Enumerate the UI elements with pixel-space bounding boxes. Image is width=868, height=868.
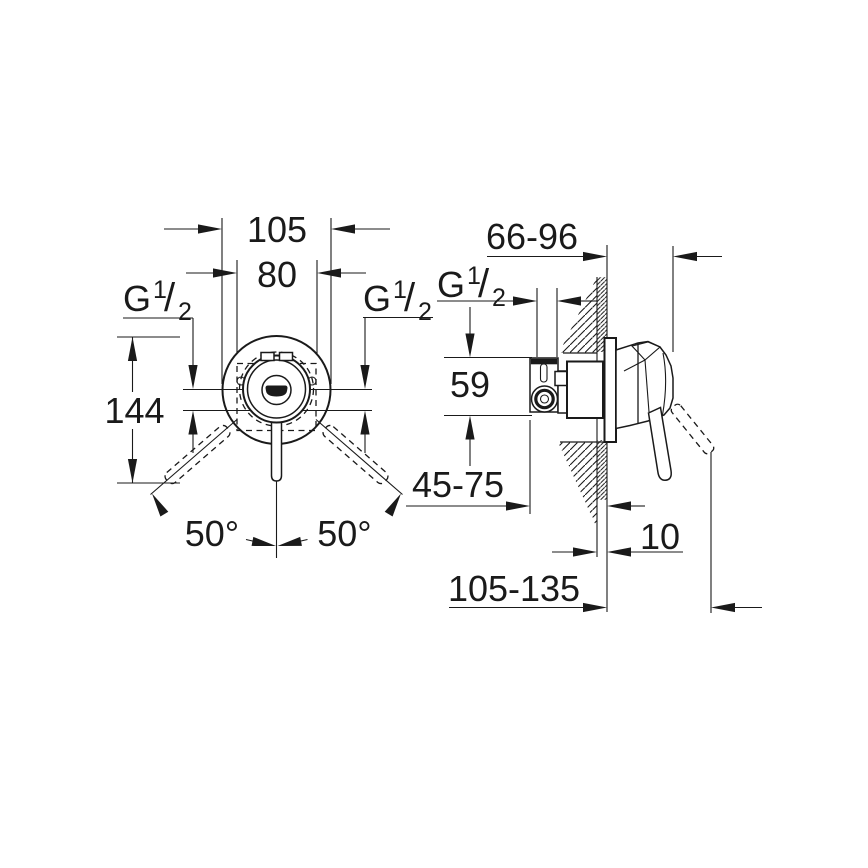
plaster-layer-bottom (597, 440, 607, 500)
lever-swing-range: 50° 50° (148, 419, 405, 554)
arrow-icon (465, 415, 475, 440)
lever-ghost-left (164, 424, 231, 485)
side-dimension-wall-finish: 10 (552, 516, 683, 557)
arrow-icon (127, 337, 138, 361)
swing-line-right (315, 419, 403, 495)
wall-hatch-bottom (558, 442, 597, 528)
arrow-icon (583, 602, 607, 613)
dome-facet (623, 359, 646, 372)
lever-ghost-outline (164, 424, 231, 485)
lever-ghost-right (322, 424, 389, 485)
dimension-label: 144 (104, 390, 164, 431)
front-thread-label-left: G1/2 (123, 276, 198, 453)
front-dimension-plate-width: 105 (164, 209, 390, 384)
arrow-icon (360, 365, 370, 389)
side-dimension-rough-in-depth: 45-75 (406, 420, 645, 514)
front-thread-label-right: G1/2 (360, 276, 433, 453)
arrow-icon (317, 268, 341, 278)
arrow-icon (465, 333, 475, 358)
swing-line-left (150, 419, 238, 495)
dome-facet (644, 359, 650, 413)
dome-facet-diamond (630, 341, 662, 361)
arrow-icon (213, 268, 237, 278)
dome-front-cap (661, 352, 667, 416)
side-thread-label: G1/2 (437, 262, 597, 357)
supply-port-inner (539, 394, 550, 404)
arrow-icon (148, 491, 169, 517)
bleed-pin (539, 363, 548, 383)
arrow-icon (583, 251, 607, 262)
arrow-icon (188, 410, 198, 435)
handle-dome (615, 340, 674, 430)
angle-label-right: 50° (317, 513, 371, 554)
arrow-icon (251, 536, 277, 551)
front-dimension-body-width: 80 (186, 254, 366, 362)
supply-module-cap (530, 358, 558, 365)
dimension-label: 59 (450, 364, 490, 405)
thread-label: G1/2 (437, 262, 506, 312)
angle-label-left: 50° (185, 513, 239, 554)
thread-label: G1/2 (123, 276, 192, 326)
lever-ghost-outline (322, 424, 389, 485)
arrow-icon (573, 547, 597, 557)
side-dimension-body-height: 59 (444, 307, 532, 466)
front-view: 105 80 144 G1/2 (104, 209, 433, 558)
arrow-icon (360, 410, 370, 435)
lever-ghost-outline (670, 403, 715, 455)
cartridge-housing (566, 360, 604, 419)
dimension-label: 80 (257, 254, 297, 295)
dimension-label: 10 (640, 516, 680, 557)
arrow-icon (198, 224, 222, 234)
handle-side (615, 340, 715, 482)
dimension-label: 105-135 (448, 568, 580, 609)
thread-label: G1/2 (363, 276, 432, 326)
arrow-icon (276, 536, 302, 551)
wall-section (558, 245, 608, 612)
lever-ghost-up (670, 403, 715, 455)
arrow-icon (557, 296, 581, 306)
stem-adapter-dark (265, 385, 288, 397)
side-view: 66-96 G1/2 59 4 (406, 216, 762, 613)
plaster-layer-top (597, 277, 607, 352)
arrow-icon (711, 602, 735, 613)
mounting-tab-left (260, 351, 275, 362)
front-dimension-overall-height: 144 (104, 336, 180, 484)
arrow-icon (673, 251, 697, 262)
lever-side (647, 406, 672, 482)
arrow-icon (384, 491, 405, 517)
dimension-label: 66-96 (486, 216, 578, 257)
mounting-tab-right (278, 351, 294, 362)
dimension-label: 105 (247, 209, 307, 250)
arrow-icon (607, 501, 631, 511)
wall-hatch-top (559, 277, 597, 353)
arrow-icon (331, 224, 355, 234)
dimension-label: 45-75 (412, 464, 504, 505)
side-dimension-install-depth: 66-96 (486, 216, 722, 352)
arrow-icon (506, 501, 530, 511)
supply-port-ring (534, 388, 555, 410)
valve-body-side (529, 337, 617, 443)
escutcheon-plate (603, 337, 617, 443)
side-dimension-overall-depth: 105-135 (448, 452, 762, 613)
arrow-icon (513, 296, 537, 306)
arrow-icon (188, 365, 198, 389)
arrow-icon (127, 459, 138, 483)
arrow-icon (607, 547, 631, 557)
